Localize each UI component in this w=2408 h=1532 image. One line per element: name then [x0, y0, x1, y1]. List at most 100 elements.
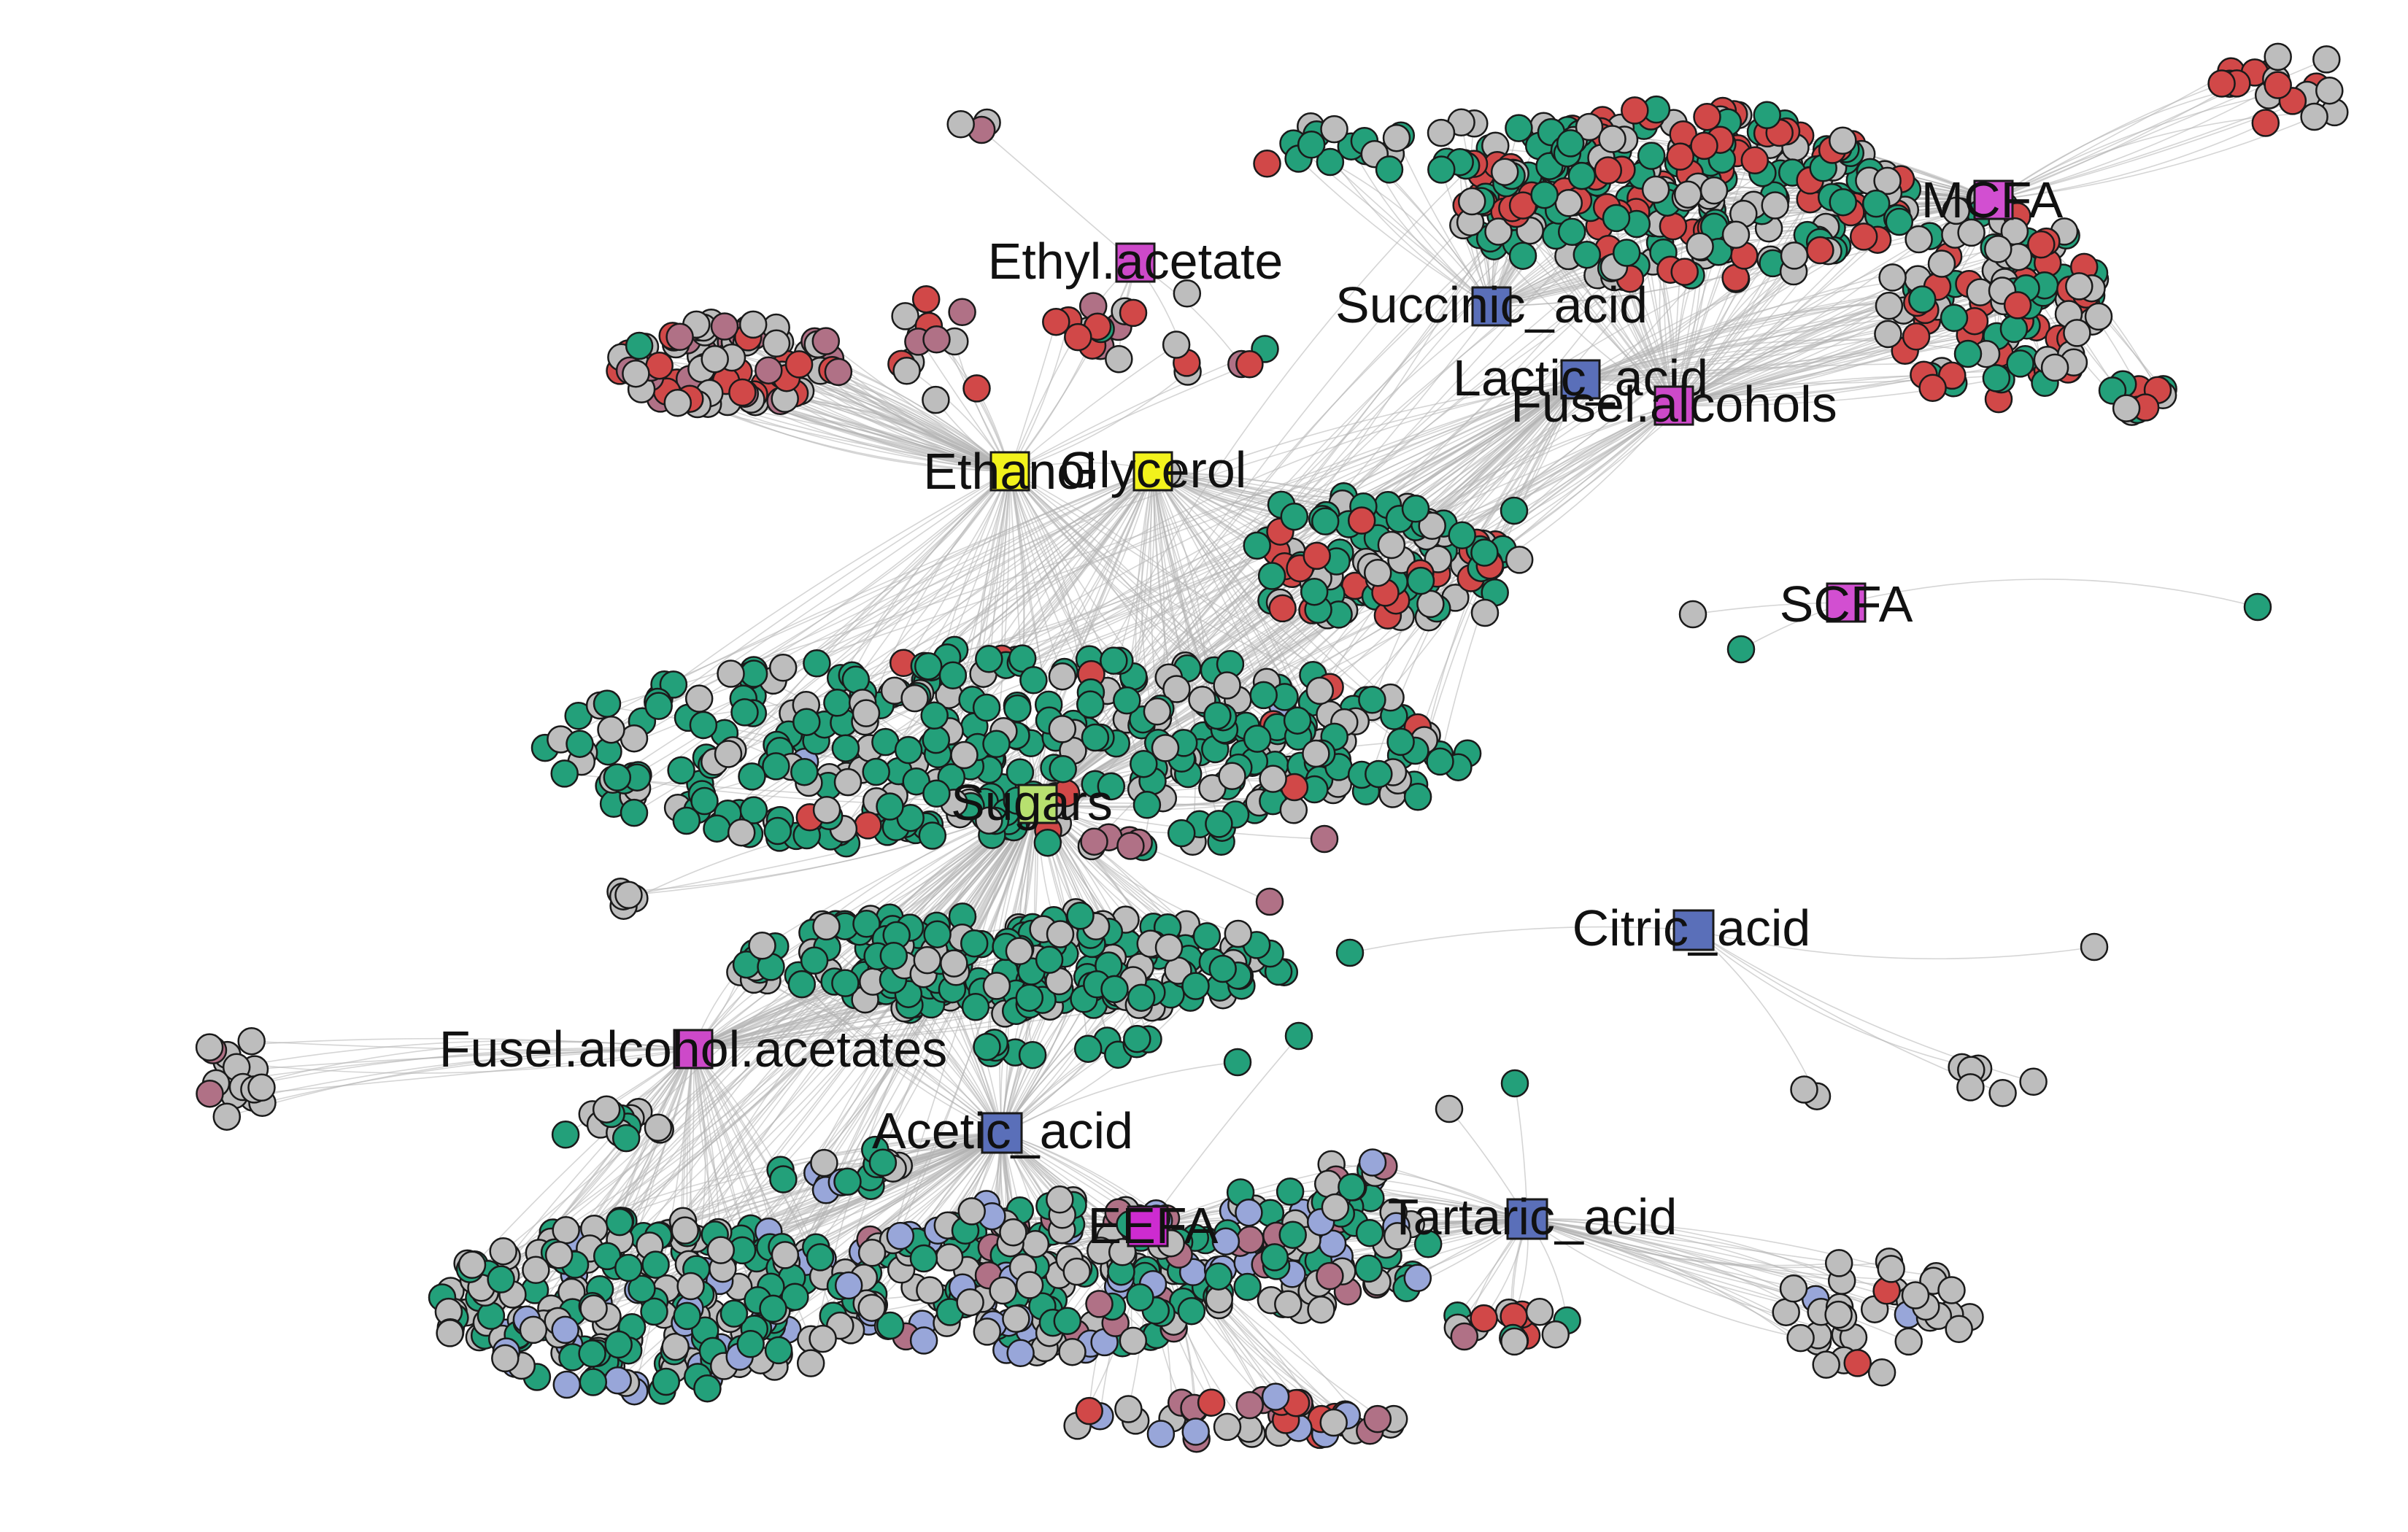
graph-node: [1666, 142, 1694, 171]
graph-node: [1224, 919, 1253, 948]
edge: [609, 803, 1038, 1352]
graph-node: [491, 1344, 520, 1373]
hub-label: Succinic_acid: [1335, 276, 1648, 333]
graph-node: [935, 1243, 964, 1272]
graph-node: [800, 946, 829, 975]
edge: [1527, 1218, 1910, 1342]
edge: [1330, 161, 1492, 307]
edge: [226, 1048, 694, 1074]
graph-node: [1829, 126, 1857, 155]
graph-node: [2084, 302, 2113, 331]
graph-node: [1066, 902, 1095, 930]
hub-marker: [981, 1112, 1023, 1154]
graph-node: [1203, 701, 1232, 730]
graph-node: [960, 929, 989, 958]
graph-node: [1181, 1417, 1210, 1446]
graph-node: [922, 779, 951, 808]
graph-node: [1213, 1412, 1242, 1442]
graph-node: [868, 1148, 898, 1177]
edge: [1298, 158, 1492, 307]
edge: [1147, 1035, 1300, 1227]
graph-node: [195, 1033, 224, 1061]
graph-node: [1945, 1315, 1973, 1344]
graph-node: [1005, 937, 1034, 966]
graph-node: [551, 1315, 579, 1345]
graph-node: [1753, 101, 1781, 130]
graph-node: [728, 378, 757, 407]
graph-node: [1365, 759, 1393, 789]
graph-node: [644, 692, 673, 720]
graph-node: [1500, 496, 1529, 525]
edge: [664, 471, 1154, 686]
hub-label: Acetic_acid: [872, 1102, 1133, 1159]
graph-node: [1861, 189, 1891, 218]
graph-node: [755, 356, 783, 384]
graph-node: [809, 1324, 837, 1353]
graph-node: [1316, 1261, 1344, 1291]
graph-node: [1130, 749, 1158, 778]
graph-node: [1119, 298, 1148, 328]
edge: [1580, 287, 2026, 380]
graph-node: [1403, 1264, 1432, 1293]
edge: [1845, 579, 2258, 608]
graph-node: [1726, 635, 1756, 664]
graph-node: [1173, 279, 1202, 308]
edge: [611, 471, 1011, 730]
hub-label: Fusel.alcohols: [1510, 376, 1837, 433]
graph-node: [938, 661, 968, 690]
edge: [1351, 146, 1492, 307]
graph-node: [748, 932, 776, 960]
graph-node: [894, 735, 923, 765]
graph-node: [1406, 566, 1435, 595]
graph-node: [2251, 109, 2280, 137]
edge: [824, 1132, 1003, 1165]
graph-node: [1686, 232, 1714, 261]
graph-node: [1500, 1327, 1529, 1356]
graph-node: [1302, 739, 1330, 768]
graph-node: [1786, 1323, 1815, 1353]
hub-label: Citric_acid: [1572, 900, 1811, 956]
graph-node: [1806, 236, 1834, 265]
graph-node: [1426, 747, 1454, 776]
edge: [1016, 471, 1154, 660]
graph-node: [1556, 129, 1585, 158]
graph-node: [1205, 810, 1233, 838]
graph-node: [1019, 666, 1048, 695]
graph-node: [2027, 230, 2056, 259]
graph-node: [909, 1326, 938, 1355]
graph-node: [1002, 1304, 1030, 1334]
edge: [1993, 112, 2335, 201]
hub-label: Glycerol: [1060, 441, 1247, 498]
graph-node: [1874, 320, 1902, 349]
hub-acetic-acid: Acetic_acid: [872, 1102, 1133, 1159]
graph-node: [1849, 223, 1878, 251]
edge: [684, 803, 1038, 1231]
graph-node: [579, 1368, 608, 1396]
graph-node: [1319, 1408, 1348, 1437]
graph-node: [196, 1079, 224, 1108]
graph-node: [1843, 1349, 1872, 1377]
graph-node: [710, 312, 739, 341]
graph-node: [1338, 1173, 1366, 1202]
graph-node: [812, 795, 841, 824]
graph-node: [1113, 686, 1141, 715]
graph-node: [999, 1218, 1027, 1247]
graph-node: [1693, 102, 1721, 131]
graph-node: [1673, 180, 1702, 209]
graph-node: [592, 1095, 621, 1123]
edge: [1993, 84, 2279, 201]
edge: [262, 1048, 694, 1104]
graph-node: [1450, 1322, 1479, 1351]
graph-node: [892, 357, 921, 385]
graph-node: [916, 1276, 944, 1304]
hub-marker: [1132, 451, 1173, 492]
graph-node: [1594, 156, 1623, 185]
graph-node: [1259, 765, 1287, 793]
graph-node: [1126, 1283, 1154, 1312]
graph-node: [810, 1148, 838, 1177]
hub-sugars: Sugars: [951, 774, 1113, 831]
graph-node: [759, 1294, 787, 1323]
graph-node: [1812, 1350, 1840, 1379]
graph-node: [1123, 1024, 1151, 1053]
graph-node: [1790, 1075, 1818, 1104]
